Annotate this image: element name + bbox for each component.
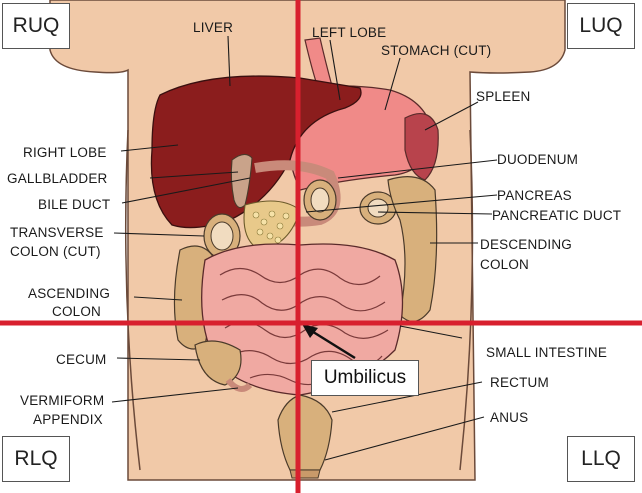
label-duodenum: DUODENUM — [497, 152, 579, 167]
quadrant-rlq: RLQ — [2, 436, 70, 482]
label-ascending-colon-2: COLON — [52, 304, 102, 319]
label-ascending-colon-1: ASCENDING — [28, 286, 111, 301]
rectum-shape — [277, 394, 333, 471]
label-bile-duct: BILE DUCT — [38, 197, 111, 212]
umbilicus-label: Umbilicus — [311, 360, 419, 396]
label-liver: LIVER — [193, 20, 234, 35]
label-anus: ANUS — [490, 410, 529, 425]
label-small-intestine: SMALL INTESTINE — [486, 345, 608, 360]
label-descending-colon-2: COLON — [480, 257, 530, 272]
umbilicus-arrow — [302, 324, 356, 360]
label-descending-colon-1: DESCENDING — [480, 237, 573, 252]
label-rectum: RECTUM — [490, 375, 549, 390]
label-spleen: SPLEEN — [476, 89, 531, 104]
quadrant-ruq: RUQ — [2, 3, 70, 49]
label-transverse-colon-2: COLON (CUT) — [10, 244, 101, 259]
liver-shape — [150, 75, 362, 229]
appendix-shape — [225, 378, 253, 392]
label-stomach: STOMACH (CUT) — [381, 43, 492, 58]
label-gallbladder: GALLBLADDER — [7, 171, 108, 186]
label-left-lobe: LEFT LOBE — [312, 25, 387, 40]
label-vermiform-appendix-2: APPENDIX — [33, 412, 103, 427]
quadrant-llq: LLQ — [567, 436, 635, 482]
label-vermiform-appendix-1: VERMIFORM — [20, 393, 105, 408]
label-pancreatic-duct: PANCREATIC DUCT — [492, 208, 622, 223]
label-cecum: CECUM — [56, 352, 107, 367]
cecum-shape — [194, 340, 242, 386]
label-right-lobe: RIGHT LOBE — [23, 145, 107, 160]
label-pancreas: PANCREAS — [497, 188, 572, 203]
label-transverse-colon-1: TRANSVERSE — [10, 225, 104, 240]
quadrant-luq: LUQ — [567, 3, 635, 49]
hip-outline — [124, 129, 474, 471]
spleen-shape — [404, 112, 439, 181]
leader-lines — [111, 35, 498, 461]
